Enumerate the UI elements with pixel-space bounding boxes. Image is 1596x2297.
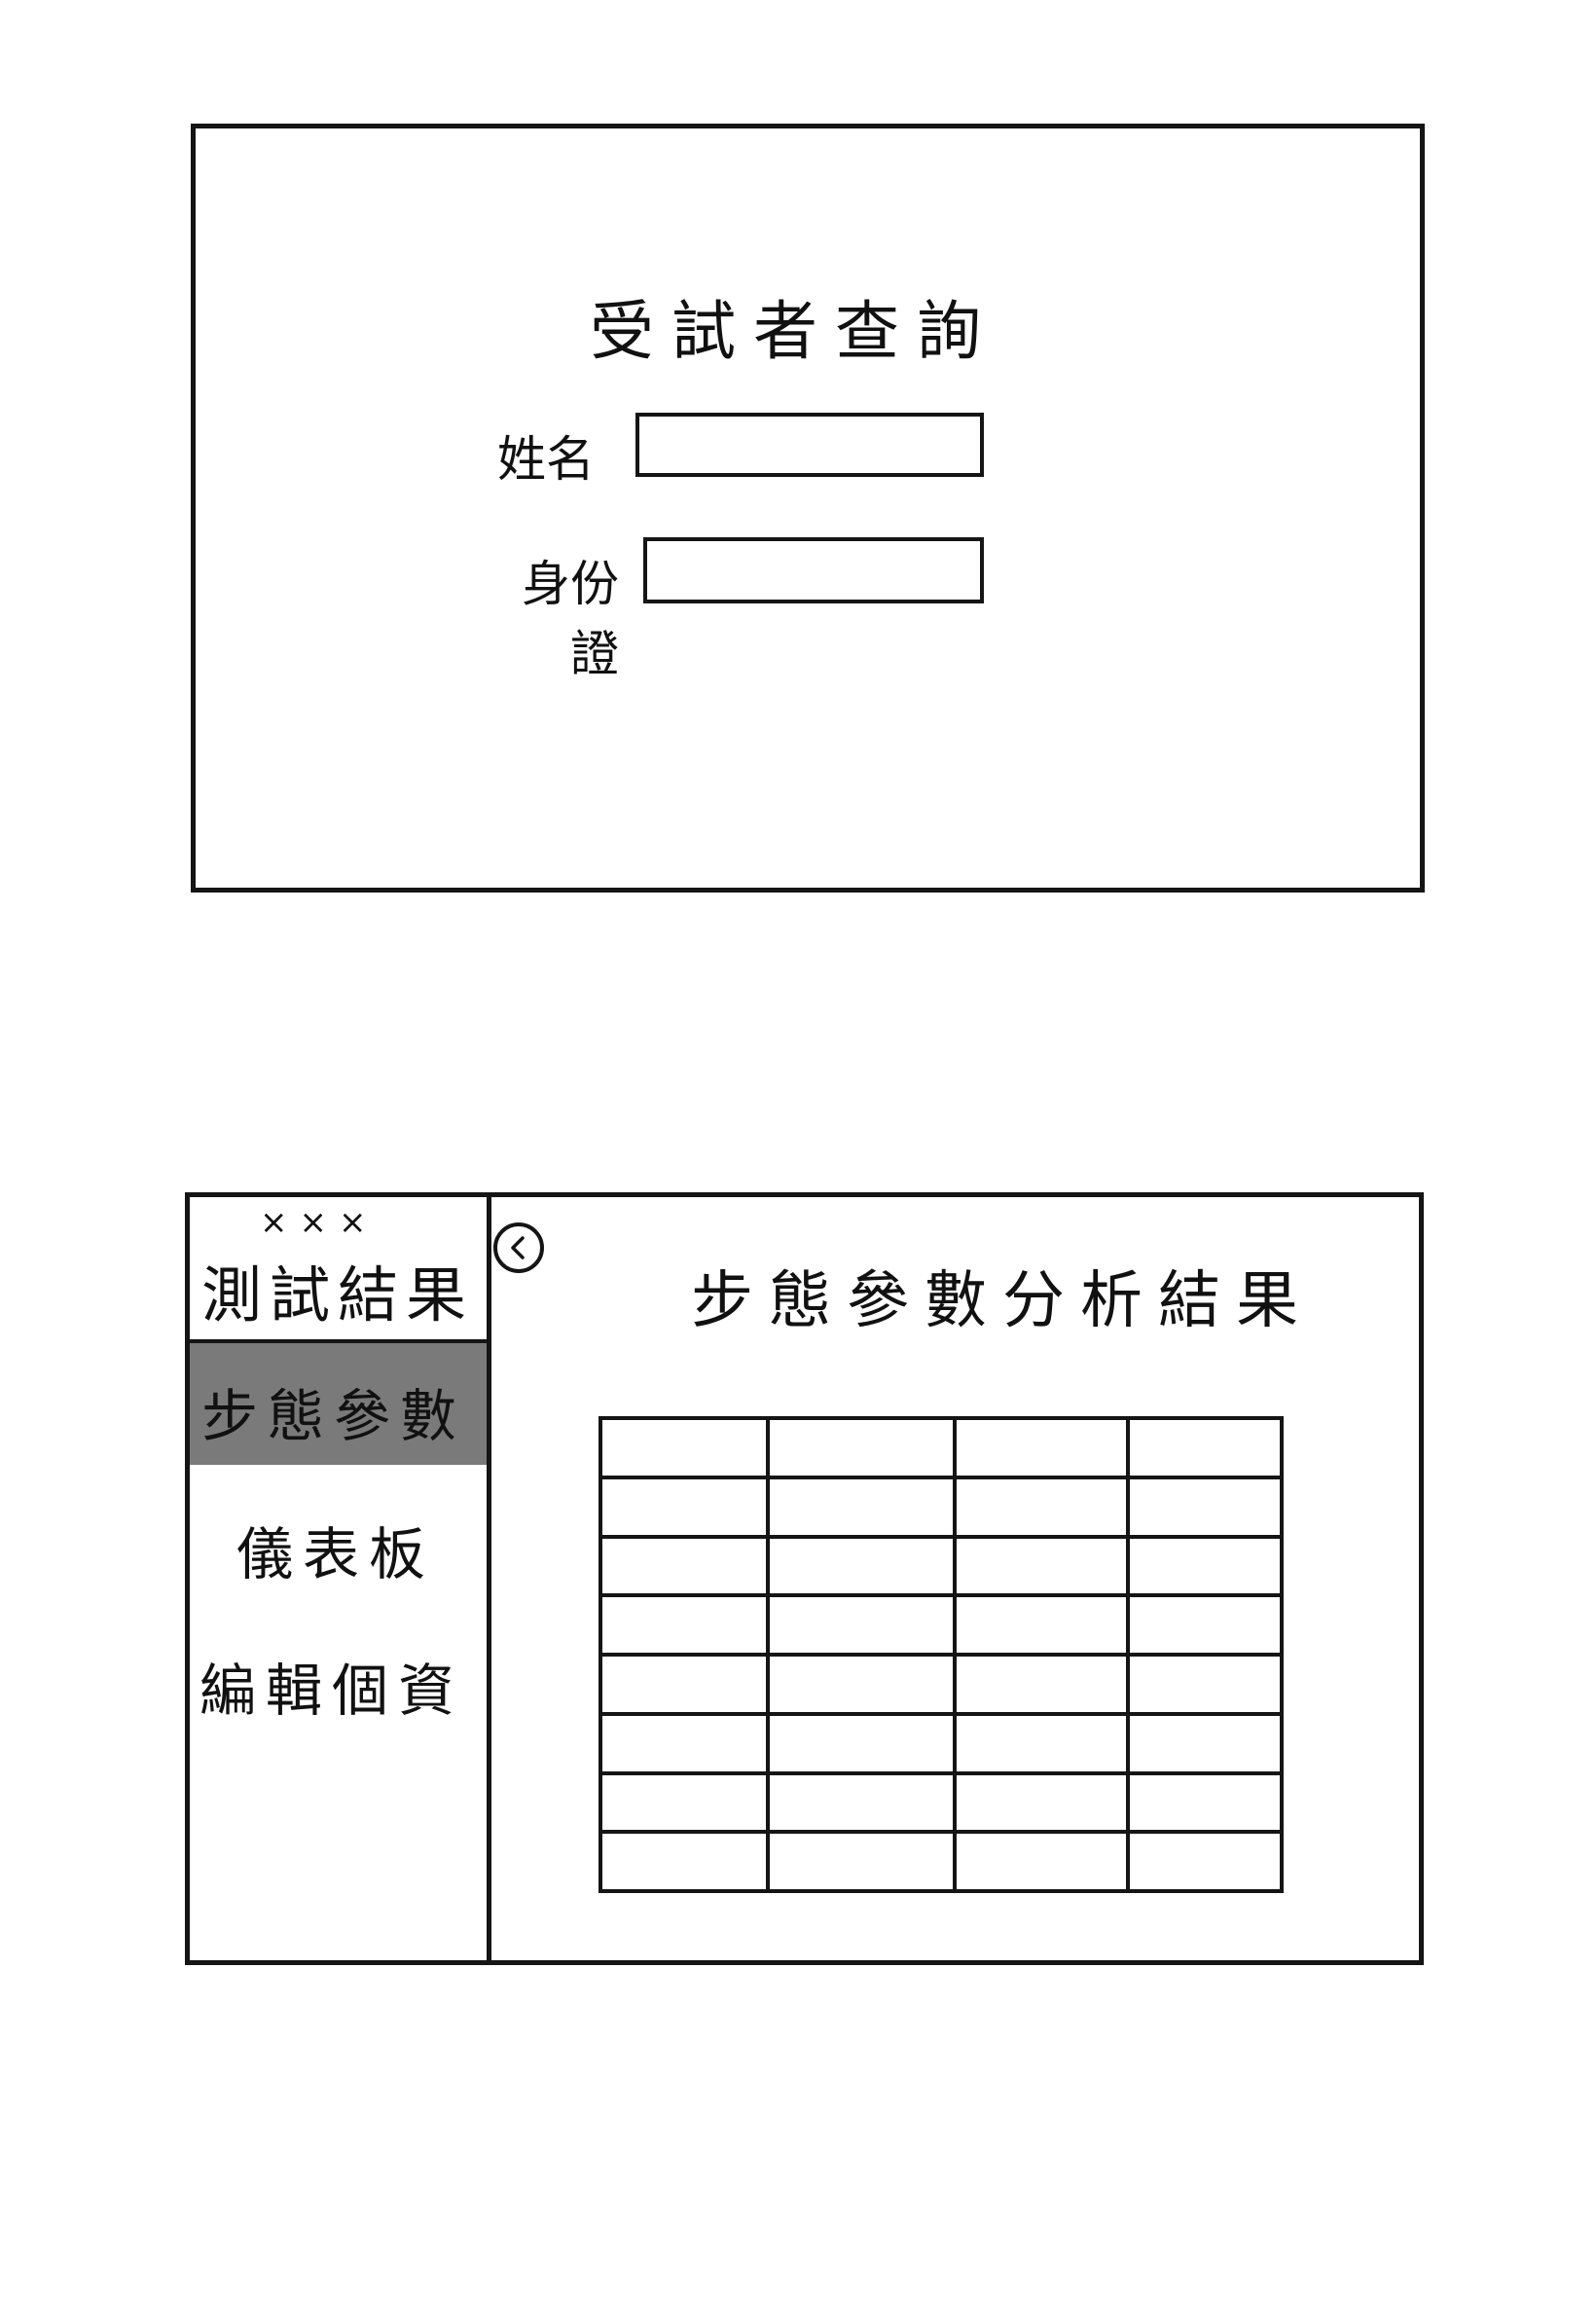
table-cell <box>953 1653 1130 1716</box>
table-cell <box>953 1475 1130 1539</box>
table-cell <box>953 1593 1130 1657</box>
table-cell <box>1126 1475 1284 1539</box>
table-cell <box>1126 1830 1284 1893</box>
id-number-field[interactable] <box>643 537 984 603</box>
name-field[interactable] <box>635 413 984 477</box>
table-cell <box>766 1711 957 1775</box>
table-cell <box>598 1416 770 1479</box>
table-cell <box>766 1593 957 1657</box>
table-cell <box>1126 1770 1284 1835</box>
user-name: ××× <box>260 1203 379 1242</box>
table-cell <box>1126 1711 1284 1775</box>
table-cell <box>1126 1416 1284 1479</box>
table-cell <box>766 1830 957 1893</box>
table-cell <box>1126 1593 1284 1657</box>
table-cell <box>598 1593 770 1657</box>
table-cell <box>953 1711 1130 1775</box>
sidebar-item-edit-profile[interactable]: 編輯個資 <box>200 1658 465 1724</box>
table-cell <box>1126 1653 1284 1716</box>
table-cell <box>598 1711 770 1775</box>
table-cell <box>953 1416 1130 1479</box>
chevron-left-icon <box>511 1236 525 1259</box>
sidebar-item-dashboard[interactable]: 儀表板 <box>236 1521 436 1587</box>
collapse-sidebar-button[interactable] <box>493 1222 544 1273</box>
table-row <box>598 1593 1284 1657</box>
sidebar: ××× 測試結果 步態參數 儀表板 編輯個資 <box>190 1197 491 1960</box>
table-row <box>598 1711 1284 1775</box>
table-cell <box>598 1475 770 1539</box>
sidebar-item-gait-parameters[interactable]: 步態參數 <box>190 1343 487 1465</box>
results-table <box>598 1416 1284 1893</box>
table-cell <box>766 1534 957 1598</box>
sidebar-title: 測試結果 <box>201 1259 475 1331</box>
table-cell <box>953 1830 1130 1893</box>
table-cell <box>598 1830 770 1893</box>
table-cell <box>766 1653 957 1716</box>
sidebar-header: ××× 測試結果 <box>190 1197 487 1343</box>
page-title: 受試者查詢 <box>590 294 998 369</box>
table-cell <box>598 1653 770 1716</box>
name-field-label: 姓名 <box>497 431 595 488</box>
table-row <box>598 1475 1284 1539</box>
subject-search-screen: 受試者查詢 姓名 身份證 <box>191 124 1425 893</box>
table-cell <box>766 1416 957 1479</box>
table-row <box>598 1830 1284 1893</box>
table-row <box>598 1770 1284 1835</box>
table-row <box>598 1653 1284 1716</box>
table-cell <box>598 1534 770 1598</box>
results-screen: ××× 測試結果 步態參數 儀表板 編輯個資 步態參數分析結果 <box>185 1192 1424 1965</box>
table-row <box>598 1416 1284 1479</box>
table-cell <box>953 1534 1130 1598</box>
id-number-field-label: 身份證 <box>522 556 619 682</box>
table-cell <box>598 1770 770 1835</box>
table-row <box>598 1534 1284 1598</box>
table-cell <box>953 1770 1130 1835</box>
table-cell <box>766 1475 957 1539</box>
table-cell <box>1126 1534 1284 1598</box>
table-cell <box>766 1770 957 1835</box>
results-title: 步態參數分析結果 <box>691 1265 1314 1337</box>
